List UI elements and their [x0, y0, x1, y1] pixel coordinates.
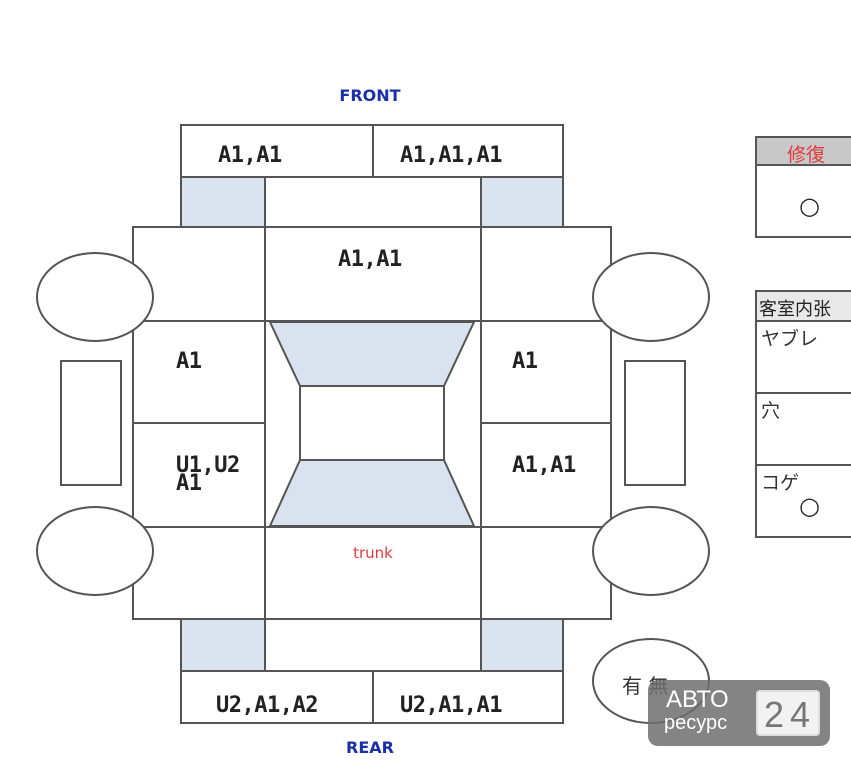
interior-row-burn-value: ○ [799, 492, 820, 520]
left-front-fender-panel[interactable] [132, 226, 266, 322]
rear-window-glass [268, 459, 476, 527]
left-rear-door-label-1: U1,U2 [176, 453, 240, 478]
right-rear-quarter-panel[interactable] [480, 526, 612, 620]
interior-header: 客室内张 [757, 292, 851, 322]
right-rear-door-label: A1,A1 [512, 453, 576, 478]
rear-left-corner [180, 618, 266, 672]
right-rear-door-panel[interactable]: A1,A1 [480, 422, 612, 528]
left-rear-door-panel[interactable]: U1,U2 A1 [132, 422, 266, 528]
rear-left-wheel [36, 506, 154, 596]
watermark-digits-box: 24 [756, 690, 820, 736]
front-bumper-left-label: A1,A1 [218, 143, 282, 168]
watermark-digits: 24 [764, 694, 817, 735]
rear-center-panel[interactable] [264, 618, 482, 672]
cabin-roof-diagram [264, 320, 482, 528]
left-front-door-panel[interactable]: A1 [132, 320, 266, 424]
rear-bumper-right-label: U2,A1,A1 [400, 693, 502, 718]
right-front-fender-panel[interactable] [480, 226, 612, 322]
windshield-glass [268, 321, 476, 387]
repair-header-text: 修復 [787, 144, 826, 166]
interior-panel: 客室内张 ヤブレ 穴 コゲ ○ [755, 290, 851, 538]
trunk-label: trunk [353, 544, 393, 562]
left-side-step [60, 360, 122, 486]
hood-panel[interactable]: A1,A1 [264, 226, 482, 322]
watermark-line1: АВТО [666, 686, 729, 713]
interior-row-tear: ヤブレ [757, 322, 851, 394]
repair-value: ○ [799, 192, 820, 220]
front-right-wheel [592, 252, 710, 342]
interior-header-text: 客室内张 [759, 299, 831, 320]
trunk-panel[interactable]: trunk [264, 526, 482, 620]
front-right-corner [480, 176, 564, 228]
roof-panel [299, 385, 445, 461]
rear-bumper-left-panel[interactable]: U2,A1,A2 [180, 670, 374, 724]
repair-header: 修復 [757, 138, 851, 166]
rear-right-wheel [592, 506, 710, 596]
interior-row-hole-label: 穴 [761, 400, 781, 422]
interior-row-tear-label: ヤブレ [761, 328, 819, 350]
front-label: FRONT [339, 86, 401, 105]
rear-bumper-left-label: U2,A1,A2 [216, 693, 318, 718]
interior-row-burn-label: コゲ [761, 472, 800, 494]
interior-row-hole: 穴 [757, 394, 851, 466]
front-bumper-left-panel[interactable]: A1,A1 [180, 124, 374, 178]
rear-label: REAR [346, 738, 394, 757]
left-rear-door-label-2: A1 [176, 471, 202, 496]
front-bumper-right-label: A1,A1,A1 [400, 143, 502, 168]
front-center-panel[interactable] [264, 176, 482, 228]
repair-panel: 修復 ○ [755, 136, 851, 238]
left-front-door-label: A1 [176, 349, 202, 374]
interior-row-burn: コゲ ○ [757, 466, 851, 538]
rear-bumper-right-panel[interactable]: U2,A1,A1 [372, 670, 564, 724]
watermark: АВТО ресурс 24 [648, 680, 830, 746]
front-left-corner [180, 176, 266, 228]
right-front-door-panel[interactable]: A1 [480, 320, 612, 424]
right-front-door-label: A1 [512, 349, 538, 374]
front-left-wheel [36, 252, 154, 342]
rear-right-corner [480, 618, 564, 672]
watermark-line2: ресурс [664, 712, 728, 734]
hood-label: A1,A1 [338, 247, 402, 272]
front-bumper-right-panel[interactable]: A1,A1,A1 [372, 124, 564, 178]
right-side-step [624, 360, 686, 486]
